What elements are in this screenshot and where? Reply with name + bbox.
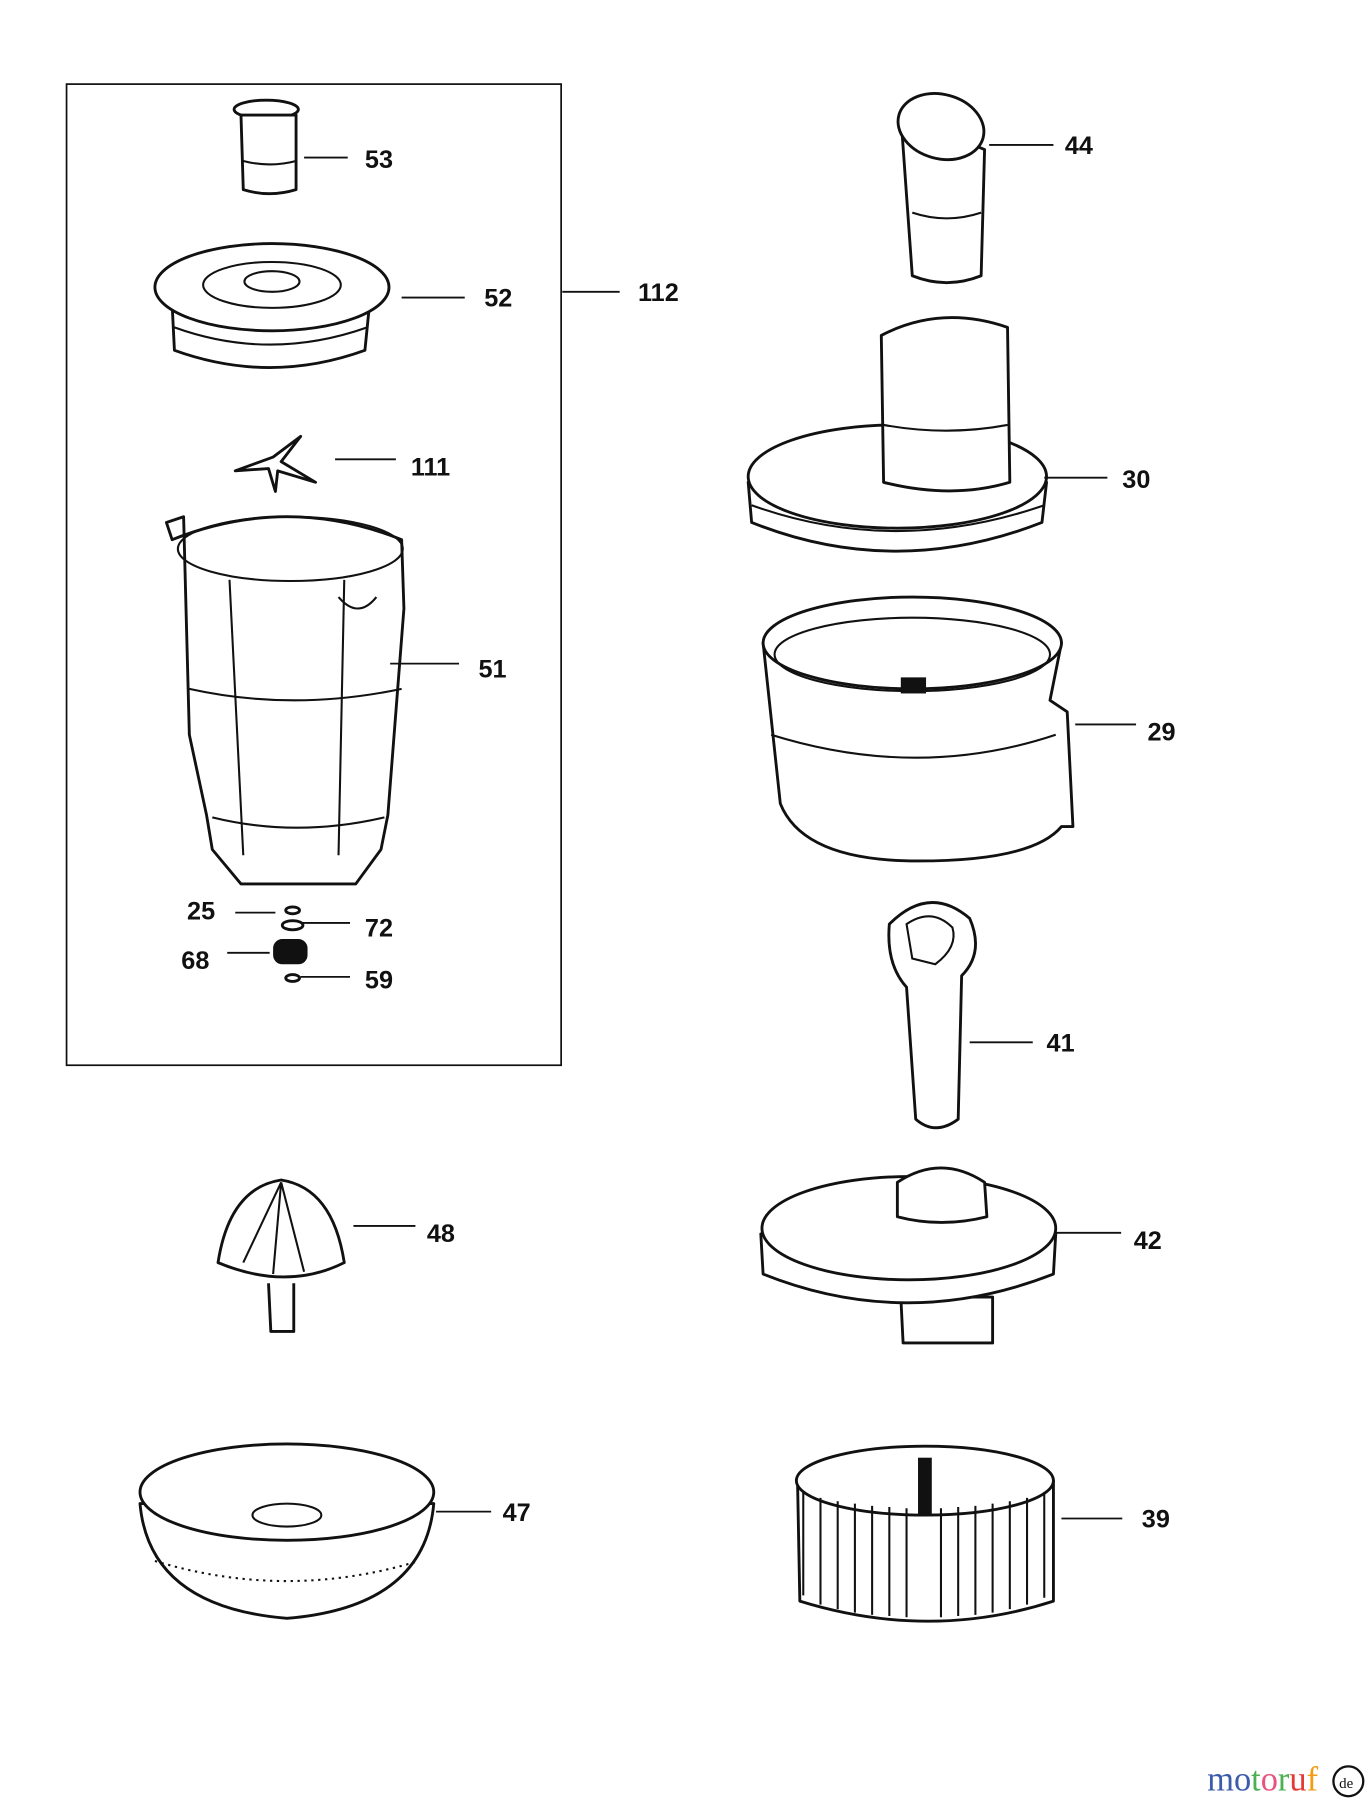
label-47: 47: [503, 1499, 531, 1527]
part-47-strainer: [138, 1442, 436, 1620]
label-42: 42: [1134, 1227, 1162, 1255]
label-52: 52: [484, 285, 512, 313]
label-59: 59: [365, 966, 393, 994]
motoruf-logo: motoruf de: [1207, 1760, 1365, 1798]
part-52-lid: [153, 242, 391, 369]
label-111: 111: [411, 453, 450, 481]
label-41: 41: [1047, 1029, 1075, 1057]
part-48-juicer-cone: [216, 1178, 346, 1333]
part-111-blade: [233, 434, 318, 493]
part-29-bowl: [761, 595, 1075, 863]
part-30-lid-feed-tube: [746, 316, 1048, 553]
label-39: 39: [1142, 1506, 1170, 1534]
part-39-basket: [794, 1444, 1055, 1623]
label-25: 25: [187, 898, 215, 926]
part-42-lid: [759, 1166, 1058, 1345]
label-29: 29: [1148, 718, 1176, 746]
part-25-72-68-59-coupling: [273, 905, 308, 983]
label-44: 44: [1065, 132, 1093, 160]
label-112: 112: [638, 279, 679, 307]
assembly-112-box: [65, 83, 563, 1067]
part-53-cap: [232, 98, 300, 196]
part-51-jug: [164, 515, 406, 886]
label-51: 51: [479, 655, 507, 683]
label-72: 72: [365, 915, 393, 943]
svg-text:de: de: [1339, 1776, 1353, 1792]
label-48: 48: [427, 1220, 455, 1248]
part-44-pusher: [896, 92, 987, 284]
label-30: 30: [1122, 466, 1150, 494]
svg-text:motoruf: motoruf: [1207, 1760, 1318, 1798]
part-41-pusher: [887, 901, 977, 1130]
leader-lines: [227, 144, 1137, 1520]
label-68: 68: [181, 947, 209, 975]
label-53: 53: [365, 146, 393, 174]
